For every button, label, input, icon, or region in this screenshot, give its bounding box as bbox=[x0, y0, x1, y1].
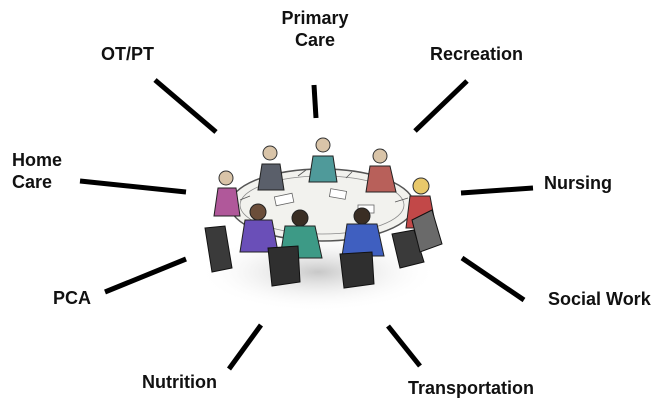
label-primary-care: Primary Care bbox=[281, 8, 349, 50]
connector-recreation bbox=[413, 79, 469, 133]
label-transportation: Transportation bbox=[408, 378, 535, 398]
label-social-work: Social Work bbox=[548, 289, 651, 309]
label-pca: PCA bbox=[53, 288, 92, 308]
connector-nutrition bbox=[226, 323, 264, 371]
connector-transportation bbox=[386, 324, 422, 368]
connector-primary-care bbox=[311, 84, 319, 119]
label-nutrition: Nutrition bbox=[142, 372, 217, 392]
connector-social-work bbox=[460, 255, 526, 303]
label-ot-pt: OT/PT bbox=[101, 44, 154, 64]
label-recreation: Recreation bbox=[430, 44, 524, 64]
connector-home-care bbox=[79, 178, 187, 195]
label-nursing: Nursing bbox=[544, 173, 613, 193]
label-home-care: Home Care bbox=[12, 150, 63, 192]
connector-nursing bbox=[460, 185, 534, 196]
connector-ot-pt bbox=[153, 78, 218, 134]
connector-pca bbox=[104, 256, 187, 295]
